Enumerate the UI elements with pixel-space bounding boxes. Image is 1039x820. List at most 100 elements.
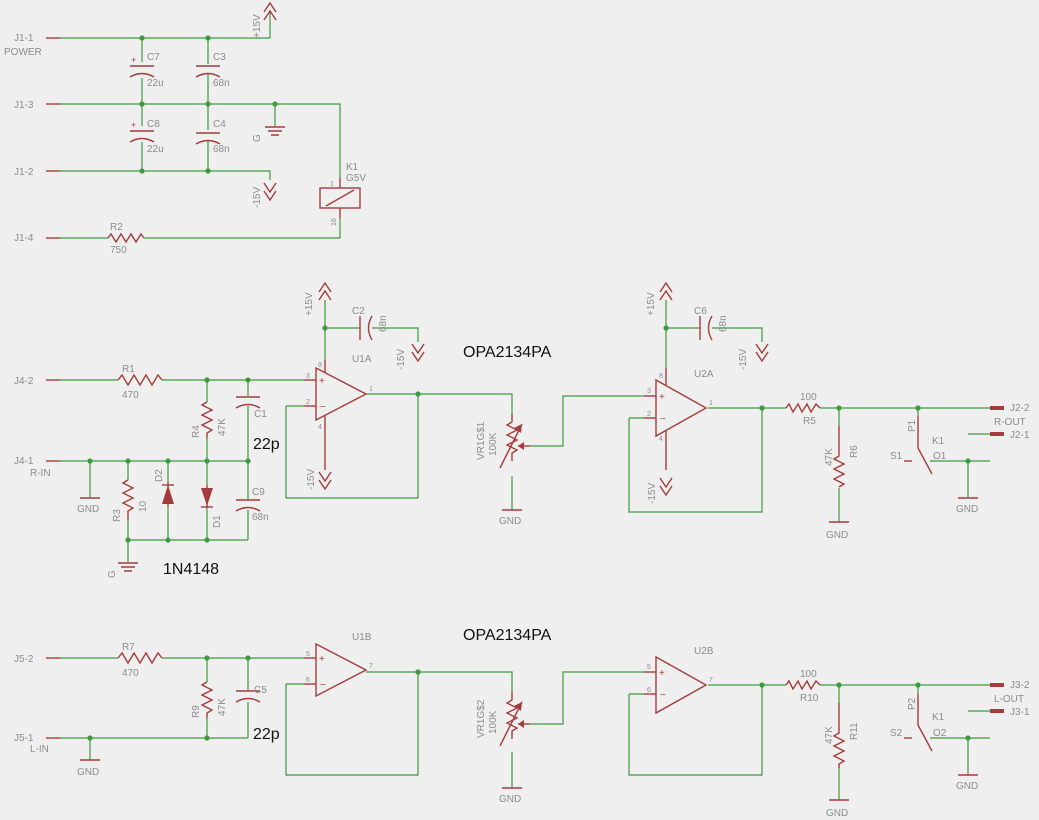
label-k1-left: K1 [932, 712, 945, 723]
label-k1-right: K1 [932, 436, 945, 447]
svg-text:+: + [659, 392, 665, 403]
supply-arrow-minus15v-c6 [755, 343, 769, 363]
label-l-out: L-OUT [994, 694, 1024, 705]
connector-pin-j2-1 [990, 432, 1004, 436]
capacitor-c3 [195, 65, 221, 78]
label-c5: C5 [254, 685, 267, 696]
svg-text:+: + [319, 376, 325, 387]
label-o1: O1 [933, 451, 947, 462]
ground-symbol [265, 126, 285, 136]
relay-coil-k1 [319, 178, 361, 218]
label-minus15v-c2: -15V [396, 349, 407, 370]
left-channel-section: + − + − U1B OPA2134PA J5-2 R7 [14, 627, 1030, 819]
label-minus15v-c6: -15V [738, 349, 749, 370]
supply-arrow-plus15v-u1 [318, 281, 332, 301]
label-r3: R3 [112, 509, 123, 522]
supply-arrow-minus15v-c2 [411, 343, 425, 363]
capacitor-c8: + [129, 120, 155, 143]
label-c6: C6 [694, 306, 707, 317]
label-u1-pin3: 3 [306, 373, 310, 380]
label-j1-4: J1-4 [14, 233, 34, 244]
resistor-r5 [785, 402, 821, 414]
resistor-r11 [832, 703, 846, 768]
label-k1-pin1: 1 [330, 181, 334, 188]
resistor-r6 [832, 426, 846, 488]
label-r7: R7 [122, 642, 135, 653]
label-k1: K1 [346, 162, 359, 173]
svg-text:+: + [131, 120, 136, 130]
label-r7-value: 470 [122, 668, 139, 679]
label-minus15v-u2: -15V [647, 483, 658, 504]
label-vr2-value: 100K [488, 710, 499, 734]
label-c6-value: 68n [718, 315, 729, 332]
label-gnd-j4: GND [77, 504, 99, 515]
label-vr1-value: 100K [488, 432, 499, 456]
label-c5-value: 22p [253, 726, 280, 743]
potentiometer-vr2 [499, 692, 530, 747]
label-r11-value: 47K [824, 726, 835, 744]
svg-text:+: + [131, 55, 136, 65]
label-g-top: G [252, 134, 263, 142]
label-j4-2: J4-2 [14, 376, 34, 387]
label-r3-value: 10 [138, 500, 149, 512]
capacitor-c9 [235, 499, 261, 512]
supply-arrow-minus15v [263, 182, 277, 202]
label-p2: P2 [907, 697, 918, 710]
label-r5: R5 [803, 416, 816, 427]
label-s1: S1 [890, 451, 903, 462]
label-c8-value: 22u [147, 144, 164, 155]
label-plus15v-u2: +15V [646, 292, 657, 316]
label-gnd-j5: GND [77, 767, 99, 778]
label-j2-1: J2-1 [1010, 430, 1030, 441]
capacitor-c6 [699, 315, 713, 341]
label-r-out: R-OUT [994, 417, 1026, 428]
supply-arrow-plus15v-u2 [659, 281, 673, 301]
label-u2-pin1: 1 [709, 400, 713, 407]
label-plus15v-u1: +15V [304, 292, 315, 316]
label-u2b: U2B [694, 646, 714, 657]
svg-text:+: + [319, 654, 325, 665]
label-k1-value: G5V [346, 173, 366, 184]
resistor-r1 [117, 373, 163, 387]
resistor-r4 [200, 401, 214, 438]
label-r6: R6 [849, 445, 860, 458]
opamp-u1a: + − [304, 360, 368, 470]
label-d2: D2 [154, 469, 165, 482]
capacitor-c1 [235, 396, 261, 409]
label-minus15v-u1: -15V [306, 469, 317, 490]
label-u1b-pin5: 5 [306, 651, 310, 658]
label-r11: R11 [849, 722, 860, 740]
diode-d2 [162, 482, 174, 506]
label-u1-pin8: 8 [318, 362, 322, 369]
label-c1-value: 22p [253, 436, 280, 453]
opamp-u2b: + − [644, 655, 708, 715]
opamp-u2a: + − [644, 368, 708, 470]
label-minus15v-top: -15V [252, 187, 263, 208]
label-gnd-vr1: GND [499, 516, 521, 527]
label-c4-value: 68n [213, 144, 230, 155]
label-r4: R4 [191, 425, 202, 438]
label-g-bottom: G [107, 570, 118, 578]
label-r4-value: 47K [217, 418, 228, 436]
label-r10: R10 [800, 693, 819, 704]
label-c1: C1 [254, 409, 267, 420]
label-l-in: L-IN [30, 744, 49, 755]
label-s2: S2 [890, 728, 903, 739]
label-u1-pin1: 1 [369, 386, 373, 393]
label-u1a: U1A [352, 354, 372, 365]
label-gnd-r11: GND [826, 808, 848, 819]
label-gnd-vr2: GND [499, 794, 521, 805]
label-c3-value: 68n [213, 78, 230, 89]
label-j5-2: J5-2 [14, 654, 34, 665]
label-gnd-r: GND [956, 504, 978, 515]
label-r2: R2 [110, 222, 123, 233]
label-r1: R1 [122, 364, 135, 375]
label-plus15v-top: +15V [252, 14, 263, 38]
label-opa-bottom: OPA2134PA [463, 627, 552, 644]
label-vr1: VR1G$1 [476, 421, 487, 460]
connector-pin-j2-2 [990, 406, 1004, 410]
supply-arrow-minus15v-u2 [659, 477, 673, 497]
capacitor-c4 [195, 132, 221, 145]
label-j1-2: J1-2 [14, 167, 34, 178]
label-u2-pin2: 2 [647, 411, 651, 418]
